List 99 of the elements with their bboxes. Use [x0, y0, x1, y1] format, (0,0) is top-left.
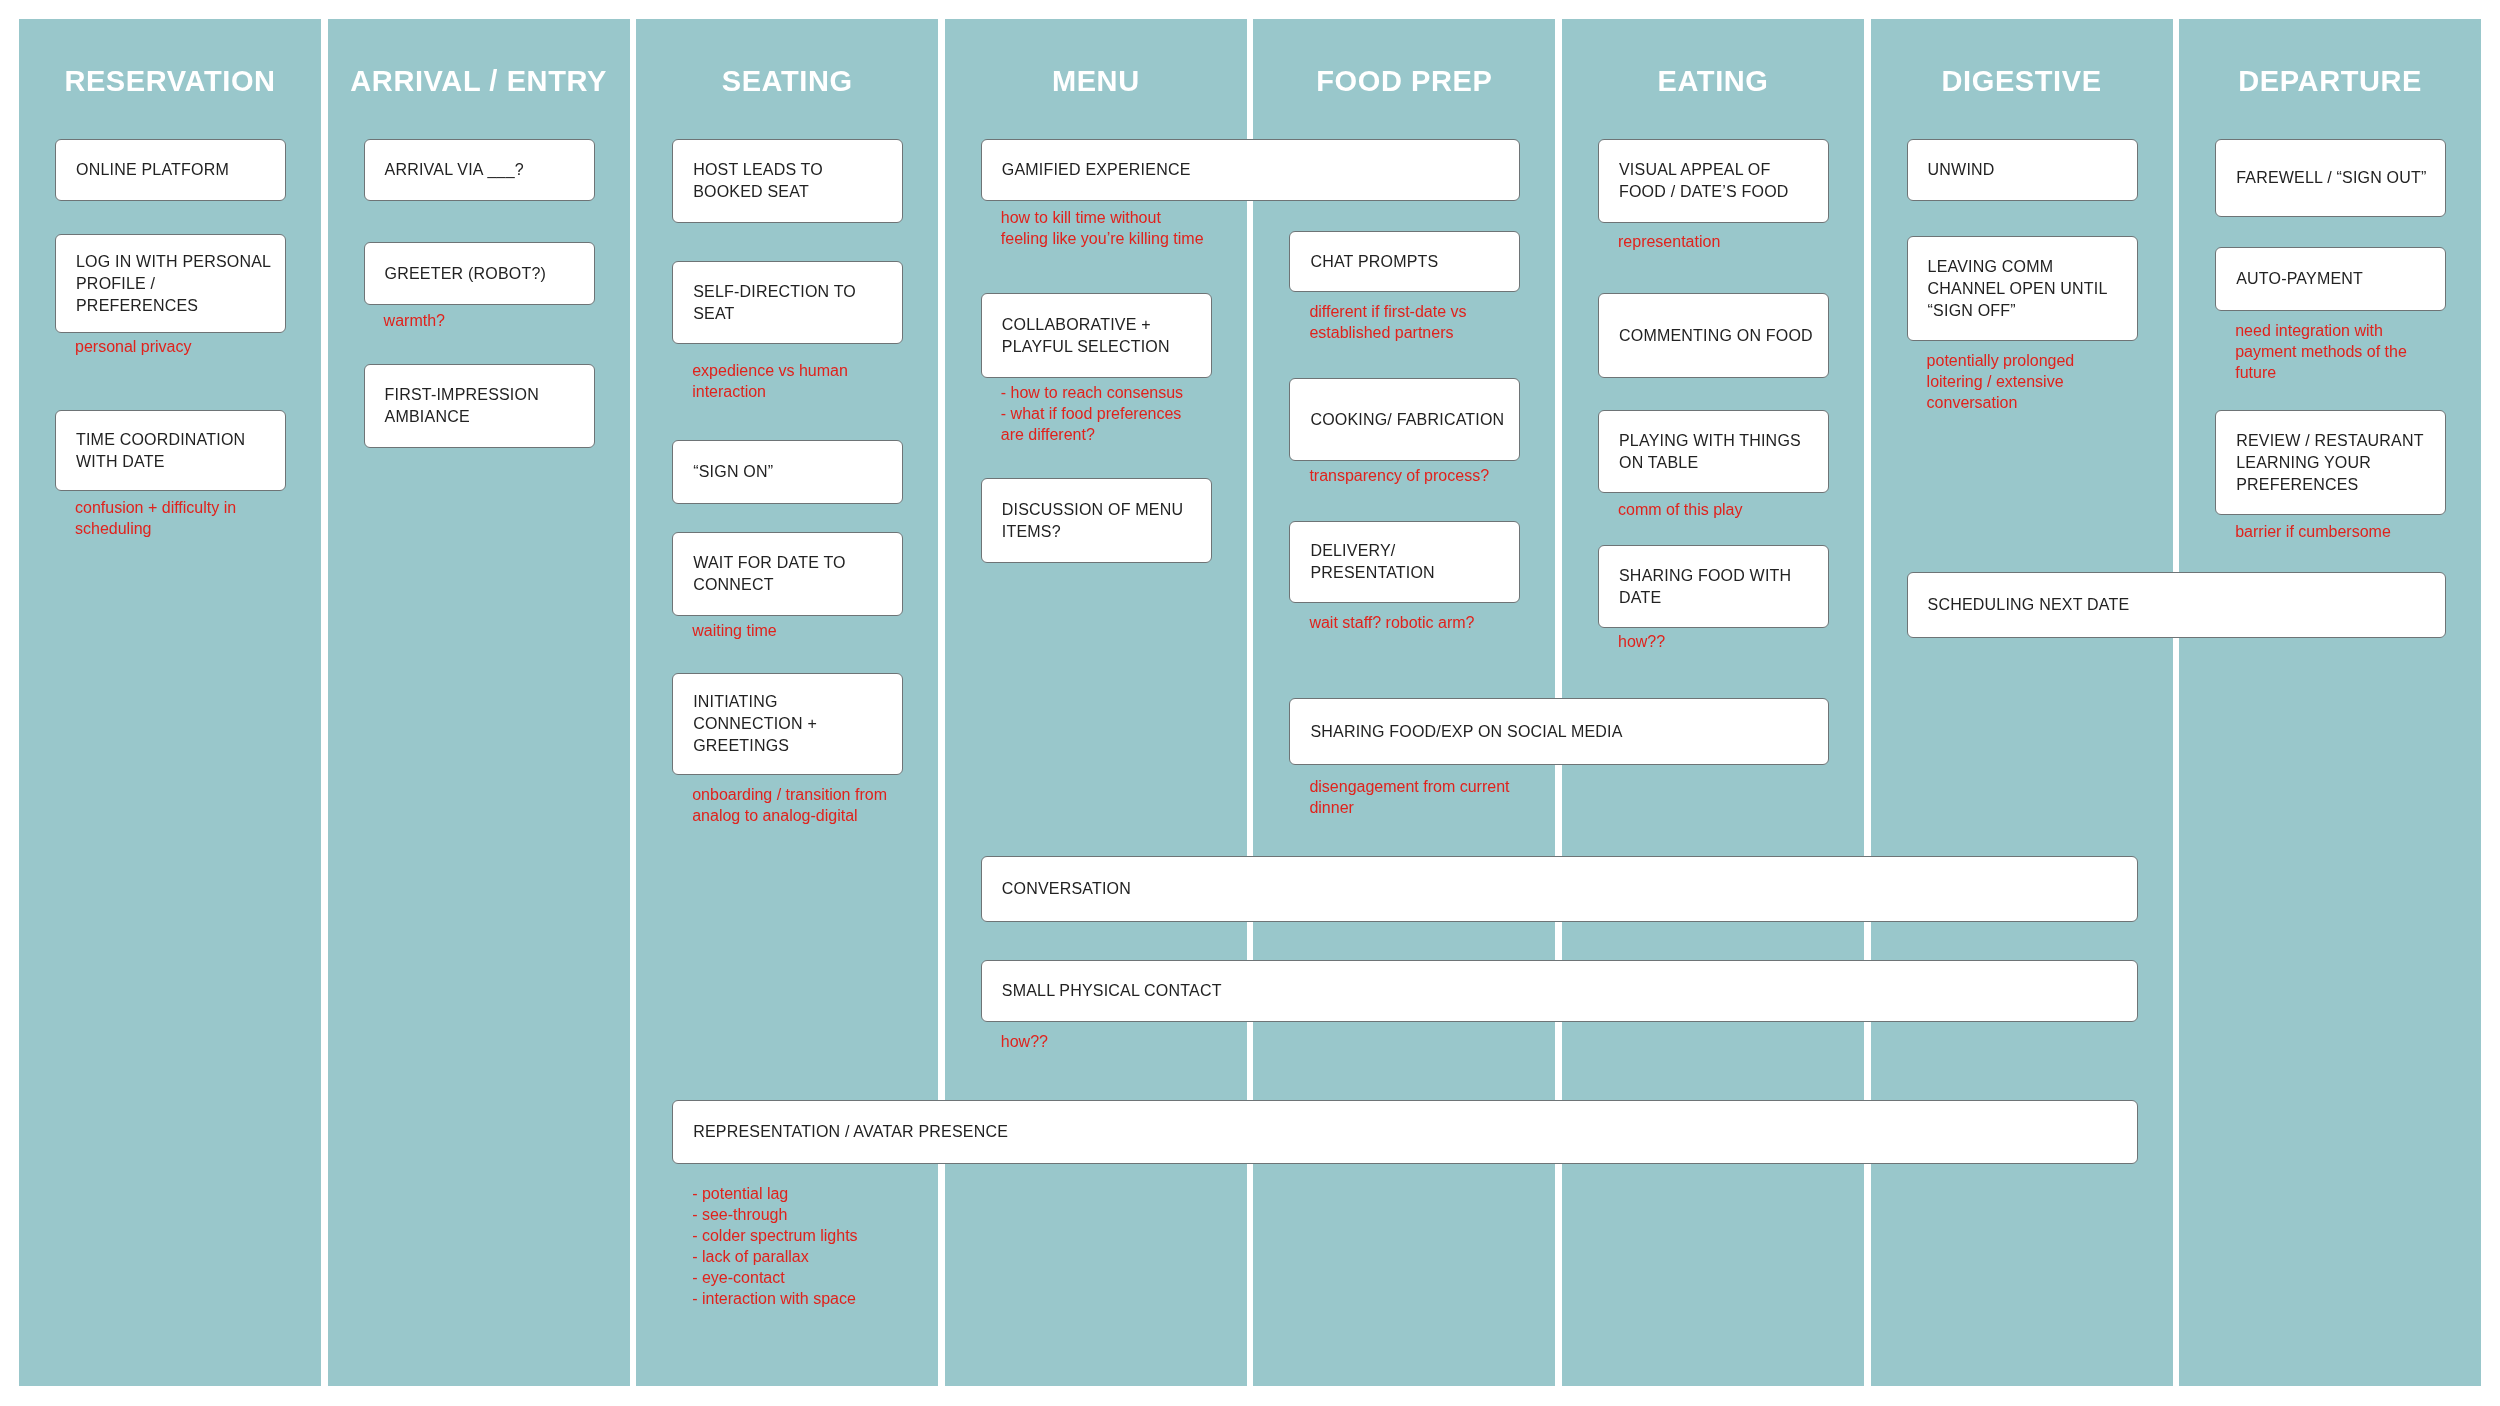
step-card — [1598, 545, 1829, 628]
step-card — [1289, 521, 1521, 603]
step-label: ONLINE PLATFORM — [76, 160, 229, 180]
step-card — [363, 139, 595, 201]
step-label: SCHEDULING NEXT DATE — [1927, 595, 2130, 615]
step-label: LOG IN WITH PERSONAL PROFILE / PREFERENCES — [76, 251, 271, 316]
step-label: GREETER (ROBOT?) — [384, 263, 547, 284]
phase-column — [2179, 19, 2482, 1386]
note-text: how?? — [1000, 1032, 1049, 1052]
step-card — [980, 139, 1521, 201]
step-label: UNWIND — [1927, 160, 1995, 180]
step-card — [1289, 698, 1829, 765]
step-card — [672, 532, 904, 616]
step-card — [55, 410, 286, 491]
note-text: waiting time — [692, 621, 778, 641]
column-heading: DEPARTURE — [2238, 65, 2423, 97]
step-label: “SIGN ON” — [693, 462, 774, 482]
note-text: - what if food preferences are different? — [1000, 404, 1183, 445]
step-label: HOST LEADS TO BOOKED SEAT — [693, 160, 824, 202]
step-label: SHARING FOOD WITH DATE — [1619, 565, 1793, 608]
step-label: TIME COORDINATION WITH DATE — [76, 429, 247, 472]
note-text: - colder spectrum lights — [692, 1226, 859, 1246]
note-text: onboarding / transition from analog to analog-digital — [692, 785, 888, 826]
column-heading: MENU — [1051, 65, 1140, 97]
column-heading: RESERVATION — [64, 65, 276, 97]
step-card — [980, 293, 1212, 378]
note-text: transparency of process? — [1309, 466, 1491, 486]
note-text: expedience vs human interaction — [692, 361, 849, 402]
note-text: - interaction with space — [692, 1289, 857, 1309]
step-label: SMALL PHYSICAL CONTACT — [1001, 981, 1222, 1001]
column-heading: EATING — [1657, 65, 1769, 97]
note-text: confusion + difficulty in scheduling — [75, 498, 238, 539]
note-text: how?? — [1618, 632, 1667, 652]
step-label: SHARING FOOD/EXP ON SOCIAL MEDIA — [1310, 721, 1623, 742]
column-heading: SEATING — [721, 65, 853, 97]
phase-column — [19, 19, 321, 1386]
step-label: AUTO-PAYMENT — [2236, 269, 2364, 289]
step-label: GAMIFIED EXPERIENCE — [1001, 160, 1191, 180]
step-card — [2215, 247, 2447, 311]
note-text: different if first-date vs established partners — [1309, 302, 1468, 343]
step-label: DELIVERY/ PRESENTATION — [1310, 541, 1436, 583]
step-card — [1598, 410, 1829, 493]
note-text: need integration with payment methods of the future — [2235, 321, 2408, 383]
note-text: representation — [1618, 232, 1722, 252]
step-label: INITIATING CONNECTION + GREETINGS — [693, 692, 818, 756]
step-label: DISCUSSION OF MENU ITEMS? — [1001, 499, 1185, 542]
phase-column — [327, 19, 630, 1386]
step-card — [980, 856, 2138, 922]
step-card — [672, 673, 904, 775]
note-text: barrier if cumbersome — [2235, 522, 2392, 542]
column-heading: FOOD PREP — [1316, 65, 1493, 97]
note-text: disengagement from current dinner — [1309, 777, 1511, 818]
step-card — [1906, 139, 2138, 201]
step-card — [672, 1100, 2138, 1164]
step-label: WAIT FOR DATE TO CONNECT — [693, 553, 847, 595]
note-text: - lack of parallax — [692, 1247, 810, 1267]
note-text: personal privacy — [75, 337, 193, 357]
step-card — [363, 242, 595, 305]
step-label: COOKING/ FABRICATION — [1310, 409, 1505, 430]
step-label: ARRIVAL VIA ___? — [384, 160, 524, 181]
step-card — [980, 478, 1212, 563]
step-card — [55, 139, 286, 201]
step-card — [1289, 231, 1521, 292]
step-label: CHAT PROMPTS — [1310, 251, 1439, 272]
step-label: CONVERSATION — [1001, 879, 1132, 899]
step-card — [1289, 378, 1521, 461]
step-label: COMMENTING ON FOOD — [1619, 325, 1813, 346]
note-text: - see-through — [692, 1205, 789, 1225]
step-label: LEAVING COMM CHANNEL OPEN UNTIL “SIGN OFF” — [1927, 256, 2108, 321]
step-label: FIRST-IMPRESSION AMBIANCE — [384, 385, 540, 427]
note-text: warmth? — [383, 311, 446, 331]
note-text: - potential lag — [692, 1184, 790, 1204]
note-text: - eye-contact — [692, 1268, 786, 1288]
step-label: SELF-DIRECTION TO SEAT — [693, 281, 858, 324]
note-text: how to kill time without feeling like you’re killing time — [1000, 208, 1205, 249]
step-card — [1598, 293, 1829, 378]
step-label: FAREWELL / “SIGN OUT” — [2236, 168, 2427, 188]
step-card — [55, 234, 286, 333]
step-card — [1906, 236, 2138, 341]
note-text: wait staff? robotic arm? — [1309, 613, 1476, 633]
step-label: REPRESENTATION / AVATAR PRESENCE — [693, 1122, 1009, 1142]
step-card — [1598, 139, 1829, 223]
step-card — [672, 440, 904, 504]
step-label: PLAYING WITH THINGS ON TABLE — [1619, 430, 1802, 473]
step-card — [2215, 410, 2447, 515]
step-card — [672, 139, 904, 223]
column-heading: ARRIVAL / ENTRY — [350, 65, 607, 97]
note-text: potentially prolonged loitering / extensive conversation — [1926, 351, 2076, 413]
step-card — [980, 960, 2138, 1022]
column-heading: DIGESTIVE — [1941, 65, 2102, 97]
step-label: VISUAL APPEAL OF FOOD / DATE’S FOOD — [1619, 160, 1790, 202]
step-card — [2215, 139, 2447, 217]
step-label: COLLABORATIVE + PLAYFUL SELECTION — [1001, 314, 1171, 357]
step-card — [672, 261, 904, 344]
step-card — [1906, 572, 2447, 638]
step-card — [363, 364, 595, 448]
note-text: comm of this play — [1618, 500, 1744, 520]
note-text: - how to reach consensus — [1000, 383, 1185, 403]
step-label: REVIEW / RESTAURANT LEARNING YOUR PREFERENCES — [2236, 430, 2425, 495]
